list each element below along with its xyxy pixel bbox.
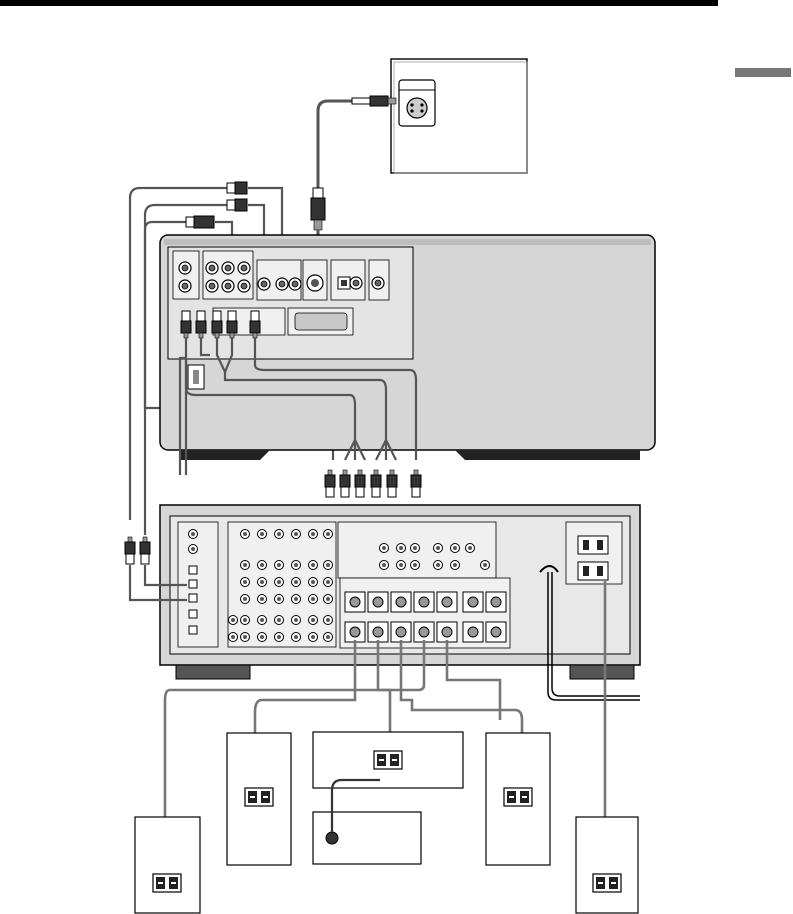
top-device-box bbox=[391, 59, 527, 173]
front-right-speaker bbox=[486, 733, 550, 865]
subwoofer bbox=[313, 780, 421, 864]
center-speaker bbox=[313, 732, 463, 788]
dvd-player-rear-panel bbox=[160, 235, 655, 460]
s-video-jack-icon bbox=[399, 80, 435, 126]
header-bar bbox=[0, 0, 718, 6]
rca-jack-icon bbox=[326, 832, 338, 844]
surround-right-speaker bbox=[576, 817, 638, 913]
front-left-speaker bbox=[227, 733, 291, 865]
surround-left-speaker bbox=[135, 817, 200, 913]
